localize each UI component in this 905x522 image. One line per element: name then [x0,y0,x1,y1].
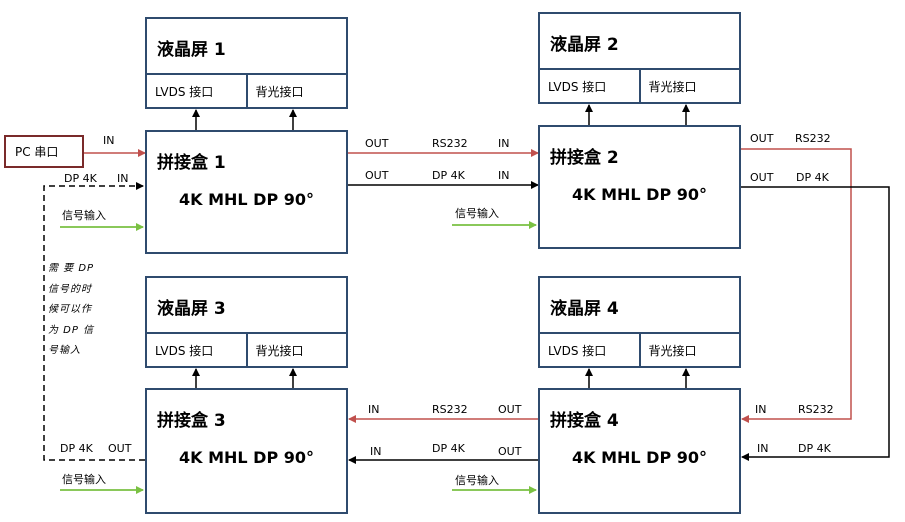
lvds-port: LVDS 接口 [155,343,214,358]
signal-input-label: 信号输入 [455,474,499,487]
splicer-title: 拼接盒 4 [550,411,619,431]
lcd-box-4: 液晶屏 4 LVDS 接口 背光接口 [538,276,741,368]
out-label: OUT [108,442,132,455]
lvds-port: LVDS 接口 [548,79,607,94]
backlight-port: 背光接口 [245,75,347,107]
dp4k-label: DP 4K [60,442,93,455]
optional-dp-dashed-line [43,182,145,461]
splicer-subtitle: 4K MHL DP 90° [178,190,315,209]
lcd-title: 液晶屏 3 [157,299,226,319]
lvds-port: LVDS 接口 [548,343,607,358]
note-line: 号输入 [48,345,81,357]
splicer-title: 拼接盒 1 [157,153,226,173]
backlight-port: 背光接口 [638,70,740,102]
note-line: 信号的时 [48,283,92,295]
lcd-ports: LVDS 接口 背光接口 [147,332,346,366]
signal-input-label: 信号输入 [62,209,106,222]
dp4k-label: DP 4K [796,171,829,184]
rs232-label: RS232 [795,132,831,145]
lcd-box-2: 液晶屏 2 LVDS 接口 背光接口 [538,12,741,104]
signal-input-label: 信号输入 [62,473,106,486]
splicer-box-2: 拼接盒 2 4K MHL DP 90° [538,125,741,249]
lcd-box-1: 液晶屏 1 LVDS 接口 背光接口 [145,17,348,109]
lcd-ports: LVDS 接口 背光接口 [540,332,739,366]
dp4k-label: DP 4K [798,442,831,455]
lcd-ports: LVDS 接口 背光接口 [147,73,346,107]
out-label: OUT [365,137,389,150]
note-line: 为 DP 信 [48,324,95,336]
rs232-label: RS232 [432,403,468,416]
in-label: IN [103,134,115,147]
backlight-port: 背光接口 [638,334,740,366]
in-label: IN [498,137,510,150]
dp4k-label: DP 4K [432,169,465,182]
out-label: OUT [750,132,774,145]
rs232-label: RS232 [432,137,468,150]
splicer-subtitle: 4K MHL DP 90° [178,448,315,467]
note-line: 需 要 DP [48,263,95,274]
in-label: IN [498,169,510,182]
backlight-port: 背光接口 [245,334,347,366]
out-label: OUT [365,169,389,182]
rs232-line-2-4 [740,148,852,423]
splicer-subtitle: 4K MHL DP 90° [571,448,708,467]
in-label: IN [757,442,769,455]
dp-input-note: 需 要 DP 信号的时 候可以作 为 DP 信 号输入 [48,259,94,362]
splicer-box-1: 拼接盒 1 4K MHL DP 90° [145,130,348,254]
signal-input-label: 信号输入 [455,207,499,220]
dp4k-label: DP 4K [432,442,465,455]
dp4k-label: DP 4K [64,172,97,185]
splicer-title: 拼接盒 3 [157,411,226,431]
lcd-title: 液晶屏 4 [550,299,619,319]
in-label: IN [755,403,767,416]
lcd-box-3: 液晶屏 3 LVDS 接口 背光接口 [145,276,348,368]
out-label: OUT [498,403,522,416]
lcd-ports: LVDS 接口 背光接口 [540,68,739,102]
note-line: 候可以作 [48,304,92,316]
dp-line-2-4 [740,186,890,461]
out-label: OUT [498,445,522,458]
splicer-box-3: 拼接盒 3 4K MHL DP 90° [145,388,348,514]
rs232-label: RS232 [798,403,834,416]
splicer-subtitle: 4K MHL DP 90° [571,185,708,204]
splicer-title: 拼接盒 2 [550,148,619,168]
in-label: IN [370,445,382,458]
in-label: IN [117,172,129,185]
lcd-title: 液晶屏 1 [157,40,226,60]
in-label: IN [368,403,380,416]
pc-serial-port-box: PC 串口 [4,135,84,168]
pc-serial-port-label: PC 串口 [15,145,59,159]
out-label: OUT [750,171,774,184]
splicer-box-4: 拼接盒 4 4K MHL DP 90° [538,388,741,514]
lcd-title: 液晶屏 2 [550,35,619,55]
lvds-port: LVDS 接口 [155,84,214,99]
